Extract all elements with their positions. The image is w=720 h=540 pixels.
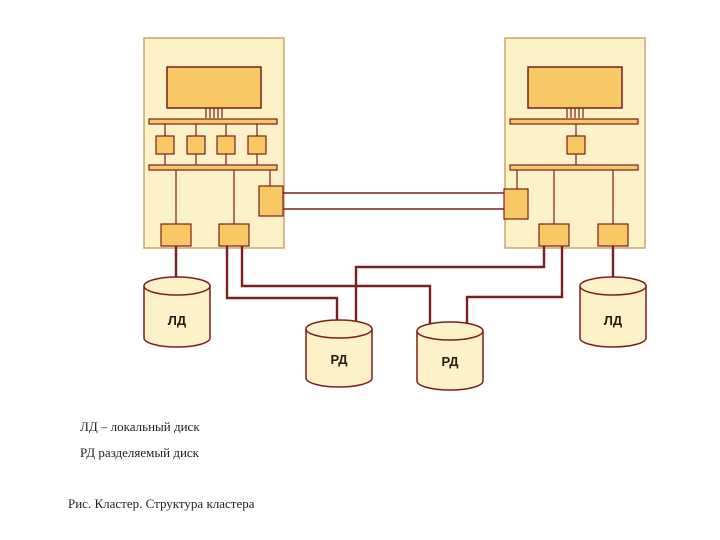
node-left-processors [155,124,267,165]
node-left [143,37,285,249]
shared-disk-1-label: РД [330,352,348,367]
local-disk-right: ЛД [579,276,647,348]
node-right-processors [566,124,586,165]
node-right-io-bus [509,164,639,171]
node-left-system-bus [148,118,278,125]
processor-box [216,135,236,155]
legend-shared-disk: РД разделяемый диск [80,445,199,460]
controller-box [218,223,250,247]
legend-local-disk: ЛД – локальный диск [80,419,200,434]
processor-box [155,135,175,155]
node-right-monitor-stand [566,108,584,118]
node-left-monitor [166,66,262,109]
network-adapter-box [258,185,284,217]
controller-box [597,223,629,247]
processor-box [247,135,267,155]
local-disk-left: ЛД [143,276,211,348]
figure-caption: Рис. Кластер. Структура кластера [68,496,255,511]
local-disk-right-label: ЛД [604,313,623,328]
node-right-monitor [527,66,623,109]
controller-box [538,223,570,247]
disk-cables [174,246,615,324]
node-left-controllers [160,170,284,247]
node-left-io-bus [148,164,278,171]
processor-box [566,135,586,155]
network-adapter-box [503,188,529,220]
shared-disk-2: РД [416,321,484,391]
controller-box [160,223,192,247]
shared-disk-2-label: РД [441,354,459,369]
node-left-monitor-stand [205,108,223,118]
processor-box [186,135,206,155]
local-disk-left-label: ЛД [168,313,187,328]
node-right [503,37,646,249]
shared-disk-1: РД [305,319,373,388]
interconnect-link [283,192,504,210]
node-right-controllers [503,170,629,247]
node-right-system-bus [509,118,639,125]
